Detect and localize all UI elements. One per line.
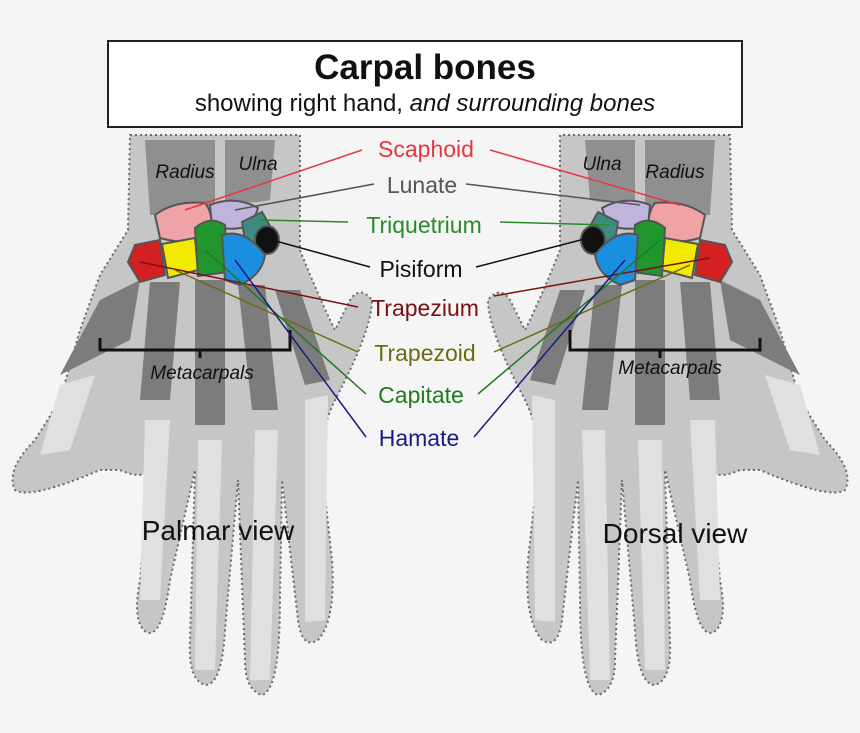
label-pisiform: Pisiform <box>379 256 463 282</box>
diagram-title: Carpal bones <box>314 48 536 87</box>
palmar-metacarpals-label: Metacarpals <box>150 363 254 384</box>
dorsal-metacarpals-label: Metacarpals <box>618 358 722 379</box>
leader-line-trapezoid-right <box>493 264 691 353</box>
leader-line-trapezium-right <box>493 257 711 297</box>
leader-line-lunate-left <box>234 183 375 211</box>
leader-line-pisiform-left <box>271 239 371 268</box>
label-triquetrium: Triquetrium <box>366 212 482 238</box>
label-lunate: Lunate <box>386 172 458 198</box>
leader-line-hamate-right <box>473 259 626 438</box>
leader-line-scaphoid-left <box>184 149 363 211</box>
palmar-view-label: Palmar view <box>141 515 295 546</box>
diagram-subtitle: showing right hand, and surrounding bone… <box>194 90 656 117</box>
leader-line-triquetrium-right <box>499 221 611 226</box>
palmar-radius-label: Radius <box>155 162 215 183</box>
dorsal-hand <box>486 133 849 697</box>
dorsal-radius-label: Radius <box>645 162 705 183</box>
leader-line-triquetrium-left <box>259 219 349 223</box>
leader-line-scaphoid-right <box>489 149 681 206</box>
leader-line-pisiform-right <box>475 234 601 268</box>
leader-line-lunate-right <box>465 183 641 206</box>
label-scaphoid: Scaphoid <box>378 136 474 162</box>
leader-line-trapezium-left <box>139 261 359 308</box>
leader-line-capitate-left <box>204 249 367 395</box>
label-hamate: Hamate <box>378 425 460 451</box>
label-trapezoid: Trapezoid <box>374 340 476 366</box>
dorsal-ulna-label: Ulna <box>582 154 622 175</box>
label-capitate: Capitate <box>378 382 464 408</box>
leader-line-capitate-right <box>477 239 661 395</box>
palmar-hand <box>11 133 374 697</box>
leader-lines <box>139 149 711 438</box>
leader-line-trapezoid-left <box>174 269 359 353</box>
title-box: Carpal bones showing right hand, and sur… <box>107 40 743 128</box>
dorsal-view-label: Dorsal view <box>602 518 748 549</box>
label-trapezium: Trapezium <box>371 295 479 321</box>
leader-line-hamate-left <box>234 259 367 438</box>
palmar-ulna-label: Ulna <box>238 154 278 175</box>
